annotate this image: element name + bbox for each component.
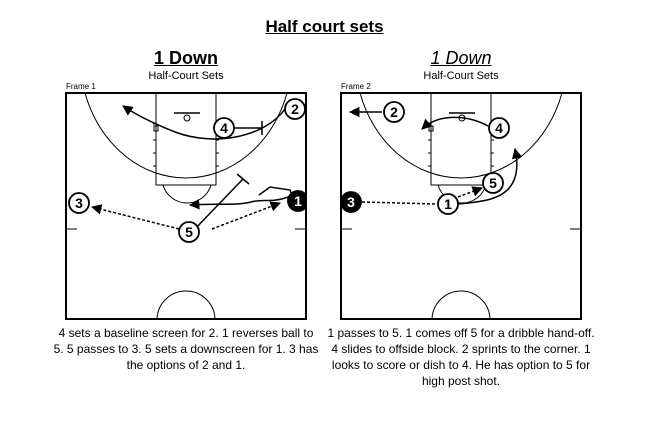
screen-5-line	[191, 173, 250, 233]
player-4: 4	[488, 117, 510, 139]
screen-4-line	[234, 121, 263, 135]
slide-4-arrow	[421, 116, 489, 130]
dribble-1-arrow	[188, 195, 292, 210]
frame-2-label: Frame 2	[341, 82, 371, 91]
pass-5-3-arrow	[90, 204, 180, 230]
player-1-label: 1	[294, 193, 302, 209]
player-5-label: 5	[489, 175, 497, 191]
player-3: 3	[68, 192, 90, 214]
player-5: 5	[482, 172, 504, 194]
frame-2-court: 2 4 3 1 5	[340, 92, 582, 320]
frame-2-title: 1 Down	[430, 48, 492, 68]
player-3-label: 3	[347, 194, 355, 210]
frame-1-subtitle: Half-Court Sets	[148, 70, 224, 82]
player-4-label: 4	[220, 120, 228, 136]
page-title: Half court sets	[265, 17, 384, 36]
player-2-label: 2	[291, 101, 299, 117]
frame-1-label: Frame 1	[66, 82, 96, 91]
frame-2-caption: 1 passes to 5. 1 comes off 5 for a dribb…	[327, 326, 595, 388]
player-1: 1	[287, 190, 307, 212]
player-2-label: 2	[390, 104, 398, 120]
frame-1-title: 1 Down	[153, 48, 218, 68]
player-2: 2	[284, 98, 306, 120]
player-1: 1	[437, 193, 459, 215]
frame-1-court: 2 4 3 1 5	[65, 92, 307, 320]
player-2: 2	[383, 101, 405, 123]
dribble-1-arrow	[457, 147, 523, 205]
pass-1-5-arrow	[211, 201, 281, 230]
cut-2-arrow	[122, 105, 286, 140]
player-4: 4	[213, 117, 235, 139]
pass-1-5-arrow	[457, 186, 483, 198]
frame-1-caption: 4 sets a baseline screen for 2. 1 revers…	[53, 326, 319, 372]
player-4-label: 4	[495, 120, 503, 136]
player-5-label: 5	[185, 224, 193, 240]
player-1-label: 1	[444, 196, 452, 212]
player-5: 5	[178, 221, 200, 243]
player-3: 3	[340, 191, 362, 213]
player-3-label: 3	[75, 195, 83, 211]
frame-2-subtitle: Half-Court Sets	[423, 70, 499, 82]
pass-3-1-line	[361, 201, 437, 205]
